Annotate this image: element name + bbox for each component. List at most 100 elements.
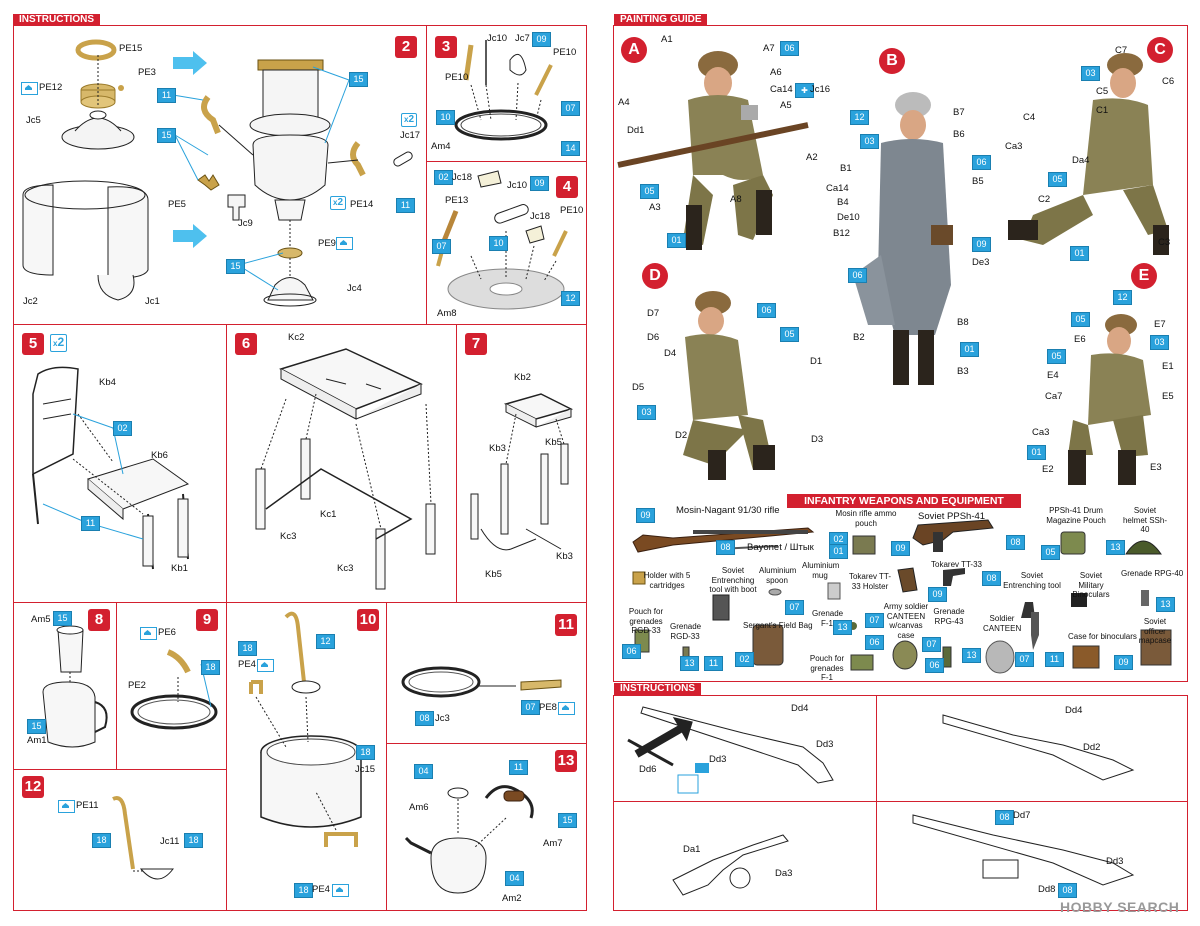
right-header: PAINTING GUIDE xyxy=(614,14,708,26)
color-code: 01 xyxy=(667,233,686,248)
part-label: D3 xyxy=(811,434,824,445)
part-label: E5 xyxy=(1162,391,1174,402)
color-code: 06 xyxy=(925,658,944,673)
color-code: 18 xyxy=(356,745,375,760)
quantity-x2: x2 xyxy=(50,334,68,352)
color-code: 09 xyxy=(891,541,910,556)
color-code: 08 xyxy=(995,810,1014,825)
color-code: 02 xyxy=(113,421,132,436)
part-label: Am6 xyxy=(409,802,429,813)
color-code: 04 xyxy=(414,764,433,779)
color-code: 12 xyxy=(1113,290,1132,305)
photoetch-icon xyxy=(140,627,157,640)
color-code: 01 xyxy=(829,544,848,559)
weapon-label: Aluminium mug xyxy=(802,561,840,580)
color-code: 11 xyxy=(704,656,723,671)
color-code: 13 xyxy=(680,656,699,671)
color-code: 09 xyxy=(972,237,991,252)
part-label: D7 xyxy=(647,308,660,319)
step-number: 10 xyxy=(357,609,379,631)
color-code: 07 xyxy=(1015,652,1034,667)
color-code: 13 xyxy=(1106,540,1125,555)
part-label: C3 xyxy=(1158,237,1171,248)
lower-drawing xyxy=(627,706,1135,896)
part-label: PE15 xyxy=(119,43,143,54)
weapon-label: Grenade RPG-43 xyxy=(933,607,965,626)
step10-drawing xyxy=(249,611,362,847)
part-label: Jc7 xyxy=(515,33,530,44)
part-label: C5 xyxy=(1096,86,1109,97)
weapons-drawing xyxy=(632,519,1172,674)
color-code: 07 xyxy=(521,700,540,715)
photoetch-icon xyxy=(336,237,353,250)
step6-drawing xyxy=(255,348,436,590)
color-code: 08 xyxy=(716,540,735,555)
color-code: 18 xyxy=(201,660,220,675)
color-code: 12 xyxy=(850,110,869,125)
step-number: 3 xyxy=(435,36,457,58)
part-label: Kb6 xyxy=(151,450,168,461)
photoetch-icon xyxy=(332,884,349,897)
color-code: 03 xyxy=(1081,66,1100,81)
color-code: 08 xyxy=(1006,535,1025,550)
color-code: 09 xyxy=(928,587,947,602)
weapon-label: Aluminium spoon xyxy=(759,566,797,585)
part-label: Da4 xyxy=(1072,155,1090,166)
color-code: 03 xyxy=(1150,335,1169,350)
color-code: 11 xyxy=(509,760,528,775)
part-label: PE11 xyxy=(76,800,99,811)
color-code: 07 xyxy=(865,613,884,628)
weapon-label: Grenade RPG-40 xyxy=(1121,569,1184,578)
step-number: 5 xyxy=(22,333,44,355)
color-code: 02 xyxy=(735,652,754,667)
step-number: 11 xyxy=(555,614,577,636)
part-label: D6 xyxy=(647,332,660,343)
weapon-label: Soviet Entrenching tool with boot xyxy=(709,566,757,594)
part-label: Kb2 xyxy=(514,372,531,383)
part-label: B6 xyxy=(953,129,965,140)
weapon-label: Soviet helmet SSh-40 xyxy=(1122,506,1168,534)
part-label: A2 xyxy=(806,152,818,163)
weapon-label: Sergant's Field Bag xyxy=(743,621,813,630)
part-label: A6 xyxy=(770,67,782,78)
step-number: 6 xyxy=(235,333,257,355)
part-label: Jc5 xyxy=(26,115,41,126)
part-label: PE3 xyxy=(138,67,156,78)
part-label: C2 xyxy=(1038,194,1051,205)
weapon-label: Soviet officer mapcase xyxy=(1138,617,1172,645)
part-label: D1 xyxy=(810,356,823,367)
photoetch-icon xyxy=(558,702,575,715)
color-code: 07 xyxy=(561,101,580,116)
step13-drawing xyxy=(404,785,534,894)
part-label: PE13 xyxy=(445,195,469,206)
color-code: 08 xyxy=(1058,883,1077,898)
part-label: Am5 xyxy=(31,614,51,625)
weapon-label: Soldier CANTEEN xyxy=(983,614,1022,633)
part-label: Am4 xyxy=(431,141,451,152)
part-label: Dd3 xyxy=(816,739,834,750)
color-code: 06 xyxy=(780,41,799,56)
part-label: Am1 xyxy=(27,735,47,746)
part-label: PE5 xyxy=(168,199,186,210)
color-code: 18 xyxy=(238,641,257,656)
part-label: PE4 xyxy=(238,659,256,670)
part-label: PE6 xyxy=(158,627,176,638)
color-code: 09 xyxy=(636,508,655,523)
figure-c xyxy=(1008,53,1169,255)
color-code: 02 xyxy=(434,170,453,185)
part-label: PE10 xyxy=(553,47,577,58)
part-label: B7 xyxy=(953,107,965,118)
step-number: 7 xyxy=(465,333,487,355)
part-label: Kb3 xyxy=(556,551,573,562)
part-label: A4 xyxy=(618,97,630,108)
panel-rifle-3 xyxy=(876,801,1188,911)
color-code: 13 xyxy=(1156,597,1175,612)
step11-drawing xyxy=(401,666,562,698)
color-code: 06 xyxy=(848,268,867,283)
color-code: 06 xyxy=(972,155,991,170)
part-label: Dd1 xyxy=(627,125,645,136)
part-label: C6 xyxy=(1162,76,1175,87)
color-code: 07 xyxy=(922,637,941,652)
weapon-label: Soviet Military Binoculars xyxy=(1072,571,1110,599)
step-number: 13 xyxy=(555,750,577,772)
